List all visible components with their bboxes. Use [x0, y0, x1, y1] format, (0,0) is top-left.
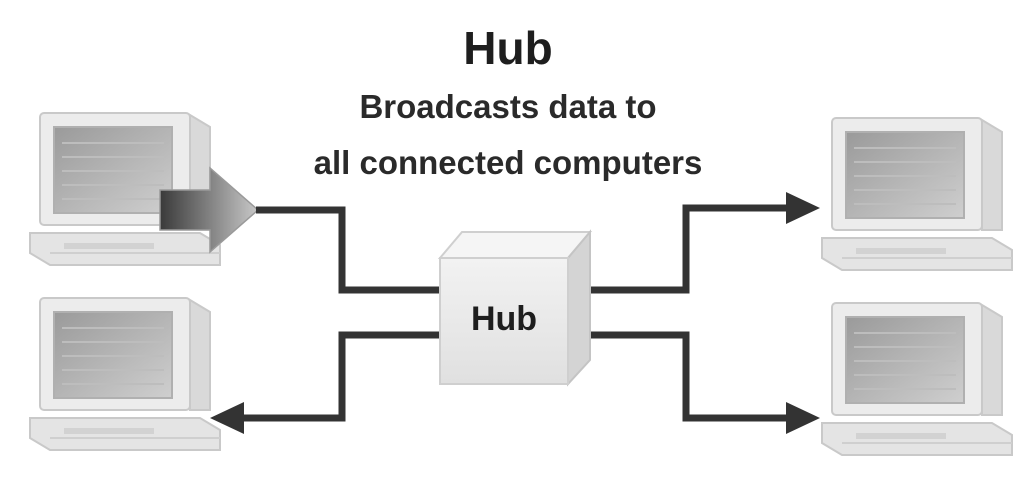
- diagram-subtitle-line2: all connected computers: [314, 144, 703, 181]
- computer-bottom-right-icon: [821, 302, 1013, 456]
- hub-box-icon: [437, 229, 593, 387]
- diagram-title: Hub: [463, 22, 552, 74]
- send-arrow-icon: [159, 166, 260, 254]
- wire-bottom-right: [590, 331, 790, 422]
- wire-top-left: [256, 206, 445, 294]
- diagram-subtitle-line1: Broadcasts data to: [359, 88, 656, 125]
- wire-top-right: [590, 204, 790, 294]
- computer-top-right-icon: [821, 117, 1013, 271]
- hub-label: Hub: [471, 300, 537, 338]
- computer-top-left-icon: [29, 112, 221, 266]
- arrowhead-top-right-icon: [786, 192, 820, 224]
- computer-bottom-left-icon: [29, 297, 221, 451]
- arrowhead-bottom-left-icon: [210, 402, 244, 434]
- arrowhead-bottom-right-icon: [786, 402, 820, 434]
- wire-bottom-left: [240, 331, 445, 422]
